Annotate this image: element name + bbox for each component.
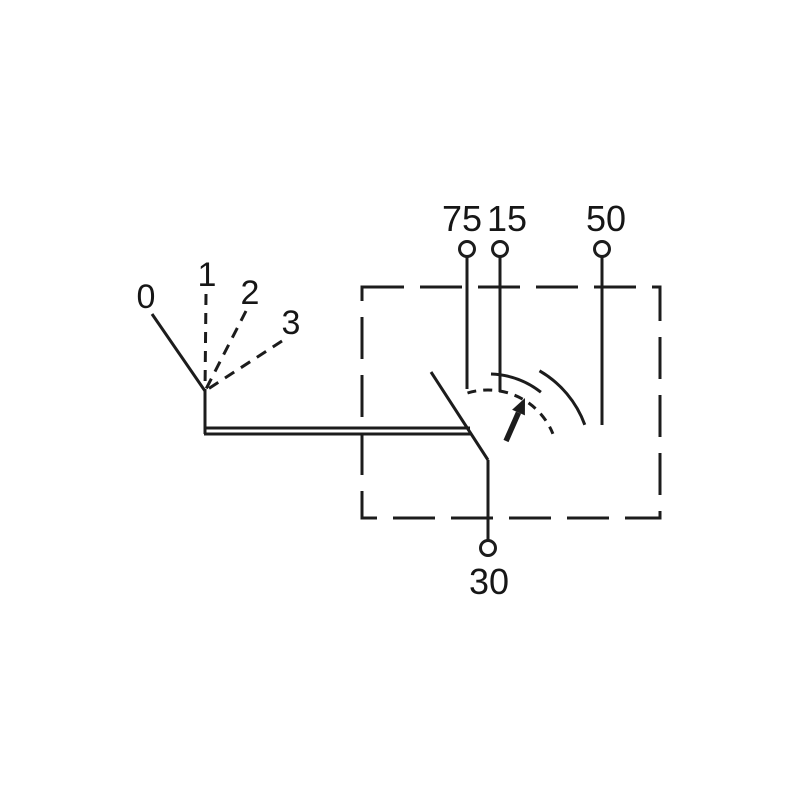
switch-position-scale: 0 1 2 3 bbox=[137, 256, 301, 393]
rotation-arrow-head-icon bbox=[512, 398, 525, 416]
position-line-3 bbox=[204, 339, 283, 393]
terminal-label-15: 15 bbox=[487, 198, 527, 239]
terminal-label-50: 50 bbox=[586, 198, 626, 239]
top-terminals: 75 15 50 bbox=[442, 198, 626, 425]
terminal-label-30: 30 bbox=[469, 561, 509, 602]
fixed-contact-inner-arc bbox=[490, 372, 542, 394]
position-label-2: 2 bbox=[241, 274, 260, 312]
rotary-contact-mechanism bbox=[429, 369, 587, 461]
fixed-contact-outer-arc bbox=[538, 369, 587, 426]
position-label-0: 0 bbox=[137, 278, 156, 316]
switch-housing-outline bbox=[360, 285, 662, 520]
terminal-node-50 bbox=[593, 240, 611, 258]
terminal-label-75: 75 bbox=[442, 198, 482, 239]
position-line-1 bbox=[203, 293, 208, 392]
moving-contact-lever bbox=[429, 371, 490, 461]
terminal-node-30 bbox=[479, 539, 497, 557]
terminal-node-15 bbox=[491, 240, 509, 258]
actuator-shaft bbox=[203, 391, 471, 436]
contact-sweep-dashed-arc bbox=[467, 388, 555, 435]
position-label-1: 1 bbox=[198, 256, 217, 294]
position-line-0 bbox=[150, 313, 207, 392]
terminal-node-75 bbox=[458, 240, 476, 258]
position-label-3: 3 bbox=[282, 304, 301, 342]
position-line-2 bbox=[203, 310, 248, 392]
bottom-terminal: 30 bbox=[469, 460, 509, 602]
rotation-arrow-shaft bbox=[503, 411, 522, 443]
